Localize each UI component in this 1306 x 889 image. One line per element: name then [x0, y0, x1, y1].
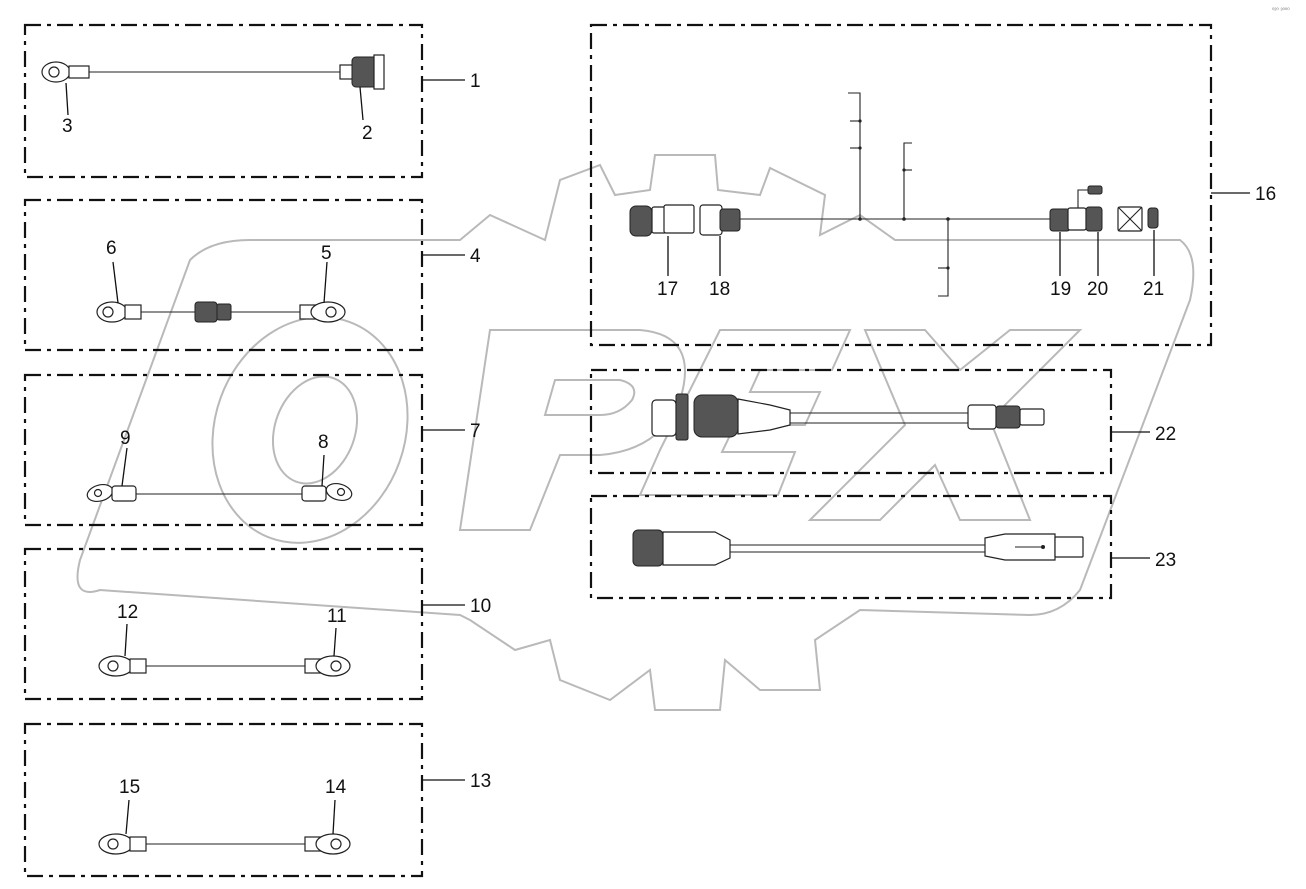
- callout-20: 20: [1087, 279, 1108, 300]
- callout-18: 18: [709, 279, 730, 300]
- callout-5: 5: [321, 243, 332, 264]
- callout-19: 19: [1050, 279, 1071, 300]
- group-4: 4 6 5: [23, 198, 481, 352]
- opex-watermark: [76, 154, 1195, 711]
- callout-16: 16: [1255, 184, 1276, 205]
- callout-2: 2: [362, 123, 373, 144]
- group-13: 13 15 14: [23, 722, 491, 878]
- callout-23: 23: [1155, 550, 1176, 571]
- callout-11: 11: [327, 606, 347, 627]
- callout-9: 9: [120, 428, 131, 449]
- corner-mark: ⁰²⁰ ³⁰⁰⁰: [1272, 7, 1290, 14]
- callout-3: 3: [62, 116, 73, 137]
- callout-6: 6: [106, 238, 117, 259]
- callout-21: 21: [1143, 279, 1164, 300]
- group-10: 10 12 11: [23, 547, 491, 701]
- group-23: 23: [589, 494, 1176, 600]
- callout-1: 1: [470, 71, 481, 92]
- callout-10: 10: [470, 596, 491, 617]
- group-22: 22: [589, 368, 1176, 475]
- callout-15: 15: [119, 777, 140, 798]
- callout-13: 13: [470, 771, 491, 792]
- callout-22: 22: [1155, 424, 1176, 445]
- callout-7: 7: [470, 421, 481, 442]
- group-16: 16 17: [589, 23, 1276, 347]
- group-1: 1 2 3: [23, 23, 481, 179]
- group-7: 7 9 8: [23, 373, 481, 527]
- callout-4: 4: [470, 246, 481, 267]
- callout-8: 8: [318, 432, 329, 453]
- callout-14: 14: [325, 777, 347, 798]
- callout-17: 17: [657, 279, 678, 300]
- callout-12: 12: [117, 602, 138, 623]
